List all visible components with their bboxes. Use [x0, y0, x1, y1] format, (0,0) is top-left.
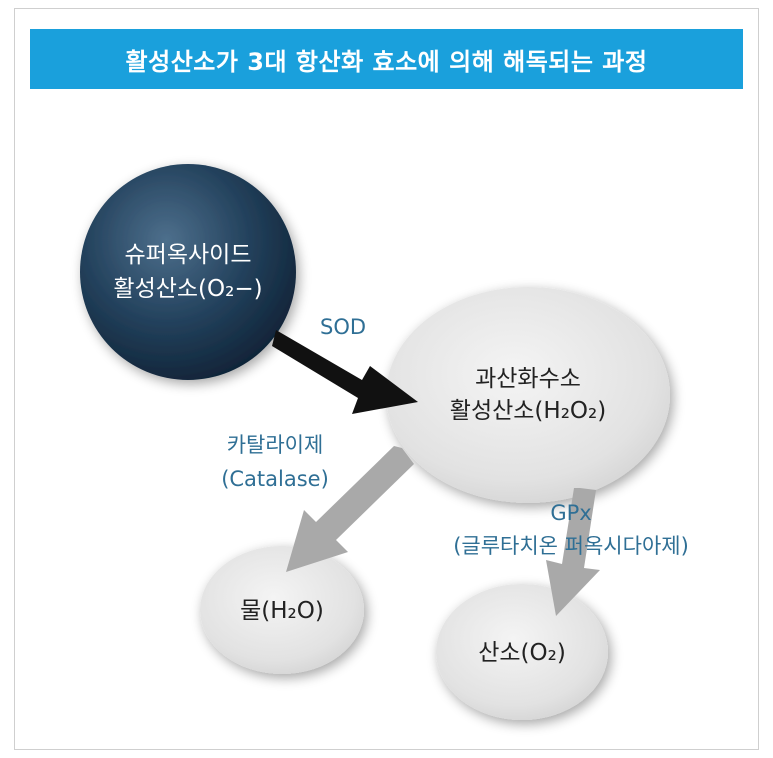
gpx-arrow: [546, 488, 600, 616]
title-bar: 활성산소가 3대 항산화 효소에 의해 해독되는 과정: [30, 29, 743, 89]
gpx-label-line2: (글루타치온 퍼옥시다아제): [453, 534, 689, 558]
peroxide-node: [386, 287, 670, 503]
catalase-arrow: [286, 446, 414, 572]
peroxide-label-line1: 과산화수소: [475, 366, 581, 392]
gpx-label-line1: GPx: [550, 501, 591, 525]
oxygen-label: 산소(O₂): [478, 640, 566, 666]
superoxide-label-line1: 슈퍼옥사이드: [125, 242, 252, 268]
superoxide-node: [80, 164, 296, 380]
peroxide-label-line2: 활성산소(H₂O₂): [450, 398, 606, 424]
water-label: 물(H₂O): [240, 598, 324, 624]
water-node: [200, 546, 364, 674]
diagram-title: 활성산소가 3대 항산화 효소에 의해 해독되는 과정: [125, 47, 648, 76]
sod-label: SOD: [320, 315, 366, 339]
sod-arrow: [272, 330, 418, 414]
catalase-label-line1: 카탈라이제: [227, 433, 324, 457]
oxygen-node: [436, 584, 608, 720]
superoxide-label-line2: 활성산소(O₂−): [113, 276, 262, 302]
catalase-label-line2: (Catalase): [221, 467, 329, 491]
